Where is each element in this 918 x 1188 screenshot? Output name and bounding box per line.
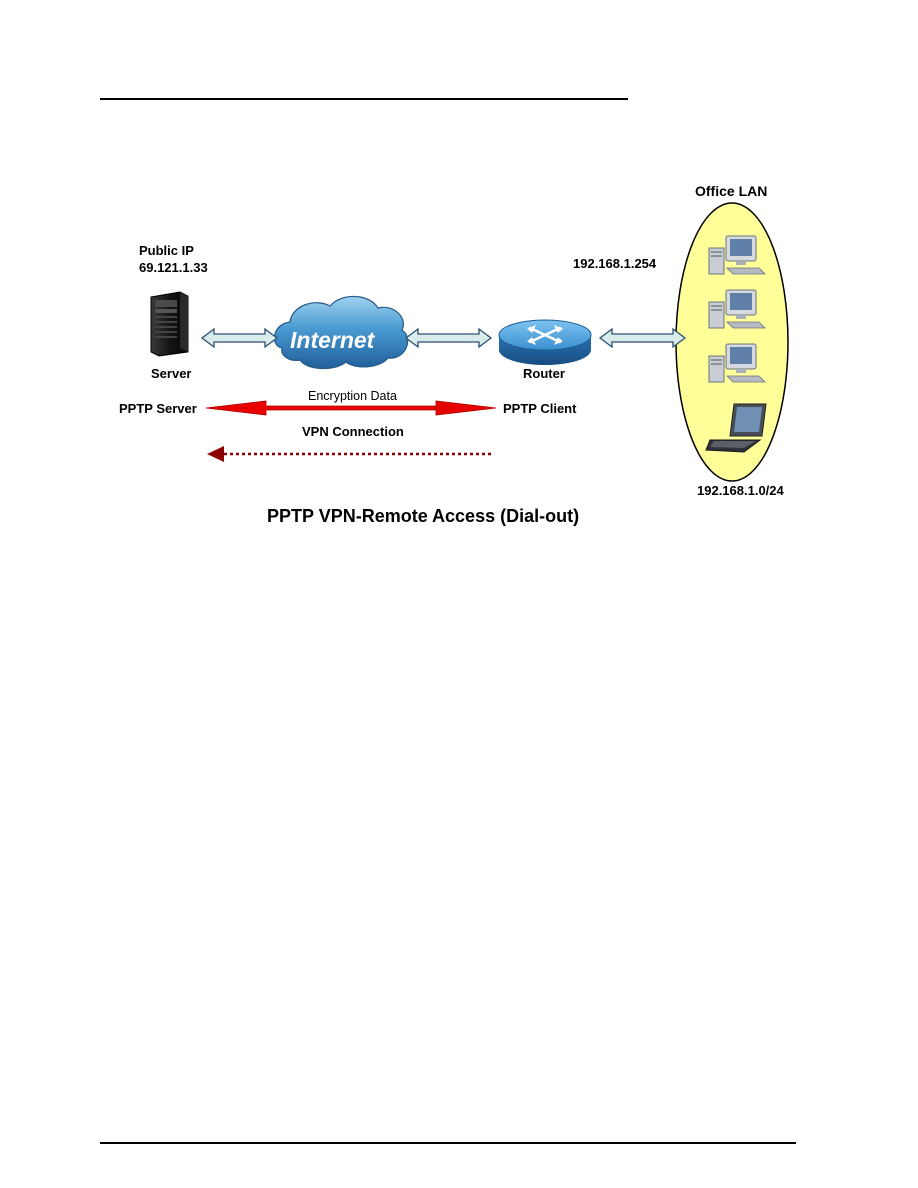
internet-label: Internet (290, 327, 376, 353)
vpn-connection-arrow (207, 446, 492, 462)
router-ip-label: 192.168.1.254 (573, 256, 657, 271)
vpn-connection-label: VPN Connection (302, 424, 404, 439)
footer-rule (100, 1142, 796, 1144)
lan-subnet-label: 192.168.1.0/24 (697, 483, 785, 498)
pptp-client-label: PPTP Client (503, 401, 577, 416)
encryption-data-label: Encryption Data (308, 389, 397, 403)
encryption-data-arrow (205, 400, 497, 416)
office-lan-label: Office LAN (695, 183, 767, 199)
public-ip-value: 69.121.1.33 (139, 260, 208, 275)
header-rule (100, 98, 628, 100)
router-icon (498, 319, 592, 365)
router-label: Router (523, 366, 565, 381)
internet-cloud-icon: Internet (273, 295, 409, 370)
pptp-server-label: PPTP Server (119, 401, 197, 416)
public-ip-title: Public IP (139, 243, 194, 258)
link-arrow-server-internet (200, 327, 279, 349)
server-label: Server (151, 366, 191, 381)
laptop-icon (705, 403, 767, 453)
diagram-caption: PPTP VPN-Remote Access (Dial-out) (267, 506, 579, 526)
server-icon (150, 291, 189, 357)
link-arrow-internet-router (404, 327, 493, 349)
link-arrow-router-lan (598, 327, 687, 349)
